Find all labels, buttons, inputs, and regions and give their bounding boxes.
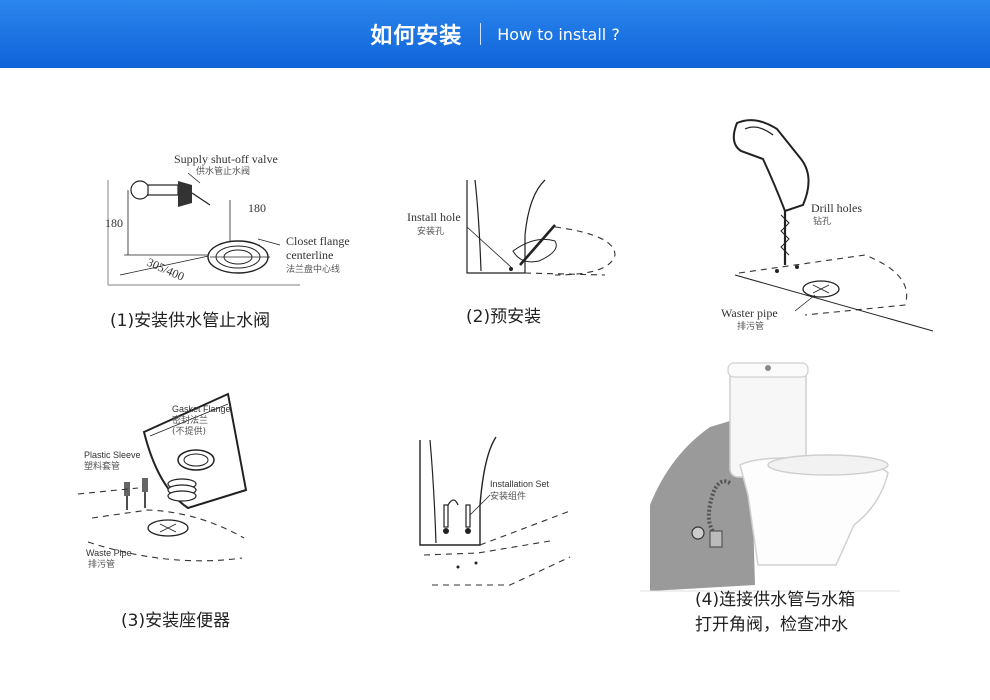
label-drill-zh: 钻孔: [813, 215, 831, 227]
label-dim-180-left: 180: [105, 216, 123, 230]
step-3-caption: (3)安装座便器: [121, 611, 231, 631]
header-title-en: How to install ?: [497, 24, 620, 44]
preinstall-diagram: Install hole 安装孔: [407, 179, 616, 276]
step-2-illustration: Install hole 安装孔: [405, 175, 625, 290]
label-flange-en-2: centerline: [286, 248, 333, 262]
label-install-hole-en: Install hole: [407, 210, 461, 224]
label-sleeve-zh: 塑料套管: [84, 460, 120, 472]
installation-set-diagram: Installation Set 安装组件: [419, 436, 571, 586]
step-4-illustration: [640, 355, 900, 595]
header-title-zh: 如何安装: [370, 23, 463, 49]
step-4-caption-line-1: (4)连接供水管与水箱: [695, 590, 856, 610]
step-1-caption: (1)安装供水管止水阀: [110, 311, 271, 331]
label-waster-pipe-zh: 排污管: [737, 320, 764, 332]
label-waste-pipe-zh: 排污管: [88, 558, 115, 570]
label-dim-180-right: 180: [248, 201, 266, 215]
label-gasket-zh: 密封法兰: [172, 414, 208, 426]
step-installation-set-illustration: Installation Set 安装组件: [410, 435, 580, 595]
label-flange-zh: 法兰盘中心线: [286, 263, 340, 275]
drill-diagram: Drill holes 钻孔 Waster pipe 排污管: [721, 119, 934, 332]
label-gasket-note: (不提供): [172, 425, 206, 437]
step-drill-illustration: Drill holes 钻孔 Waster pipe 排污管: [715, 115, 945, 340]
toilet-photo: [640, 362, 900, 592]
label-valve-en: Supply shut-off valve: [174, 152, 278, 166]
header-divider: [480, 23, 482, 45]
label-install-hole-zh: 安装孔: [417, 225, 444, 237]
label-gasket-en: Gasket Flange: [172, 404, 231, 414]
label-flange-en-1: Closet flange: [286, 234, 350, 248]
step-2-caption: (2)预安装: [466, 307, 542, 327]
step-4-caption-line-2: 打开角阀，检查冲水: [695, 615, 848, 635]
header-banner: 如何安装 How to install ?: [0, 0, 990, 68]
label-installation-set-en: Installation Set: [490, 479, 550, 489]
label-waster-pipe-en: Waster pipe: [721, 306, 778, 320]
label-dim-305: 305/400: [145, 255, 187, 284]
label-waste-pipe-en: Waste Pipe: [86, 548, 132, 558]
toilet-base-diagram: Gasket Flange 密封法兰 (不提供) Plastic Sleeve …: [77, 392, 248, 570]
step-1-illustration: Supply shut-off valve 供水管止水阀 180 180 305…: [100, 145, 380, 295]
label-valve-zh: 供水管止水阀: [196, 165, 250, 177]
valve-diagram: Supply shut-off valve 供水管止水阀 180 180 305…: [105, 152, 350, 286]
label-drill-en: Drill holes: [811, 201, 862, 215]
step-3-illustration: Gasket Flange 密封法兰 (不提供) Plastic Sleeve …: [77, 392, 258, 572]
label-installation-set-zh: 安装组件: [490, 490, 526, 502]
label-sleeve-en: Plastic Sleeve: [84, 450, 141, 460]
